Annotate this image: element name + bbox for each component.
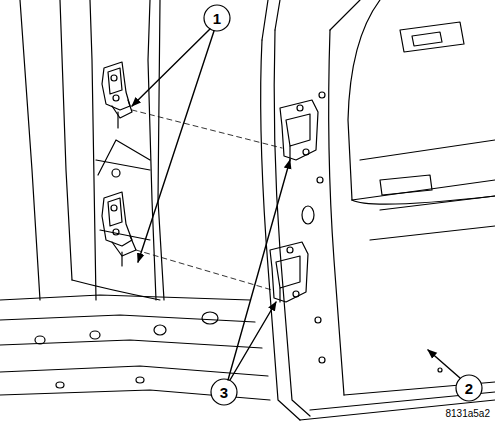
door-hinge-lower [270,242,308,302]
leader-line [132,29,460,380]
alignment-line [132,110,282,148]
pillar [0,0,270,400]
callout-circle [204,5,230,31]
callout-number: 3 [220,385,228,400]
door [261,0,495,420]
callout-circle [456,375,482,401]
alignment-line [136,250,272,290]
figure-code: 8131a5a2 [446,409,491,419]
pillar-hinge-upper [102,62,132,128]
callout-number: 1 [213,11,221,26]
door-hinge-upper [280,100,318,160]
pillar-hinge-lower [102,192,136,266]
callout-number: 2 [465,381,473,396]
callout-circle [211,379,237,405]
